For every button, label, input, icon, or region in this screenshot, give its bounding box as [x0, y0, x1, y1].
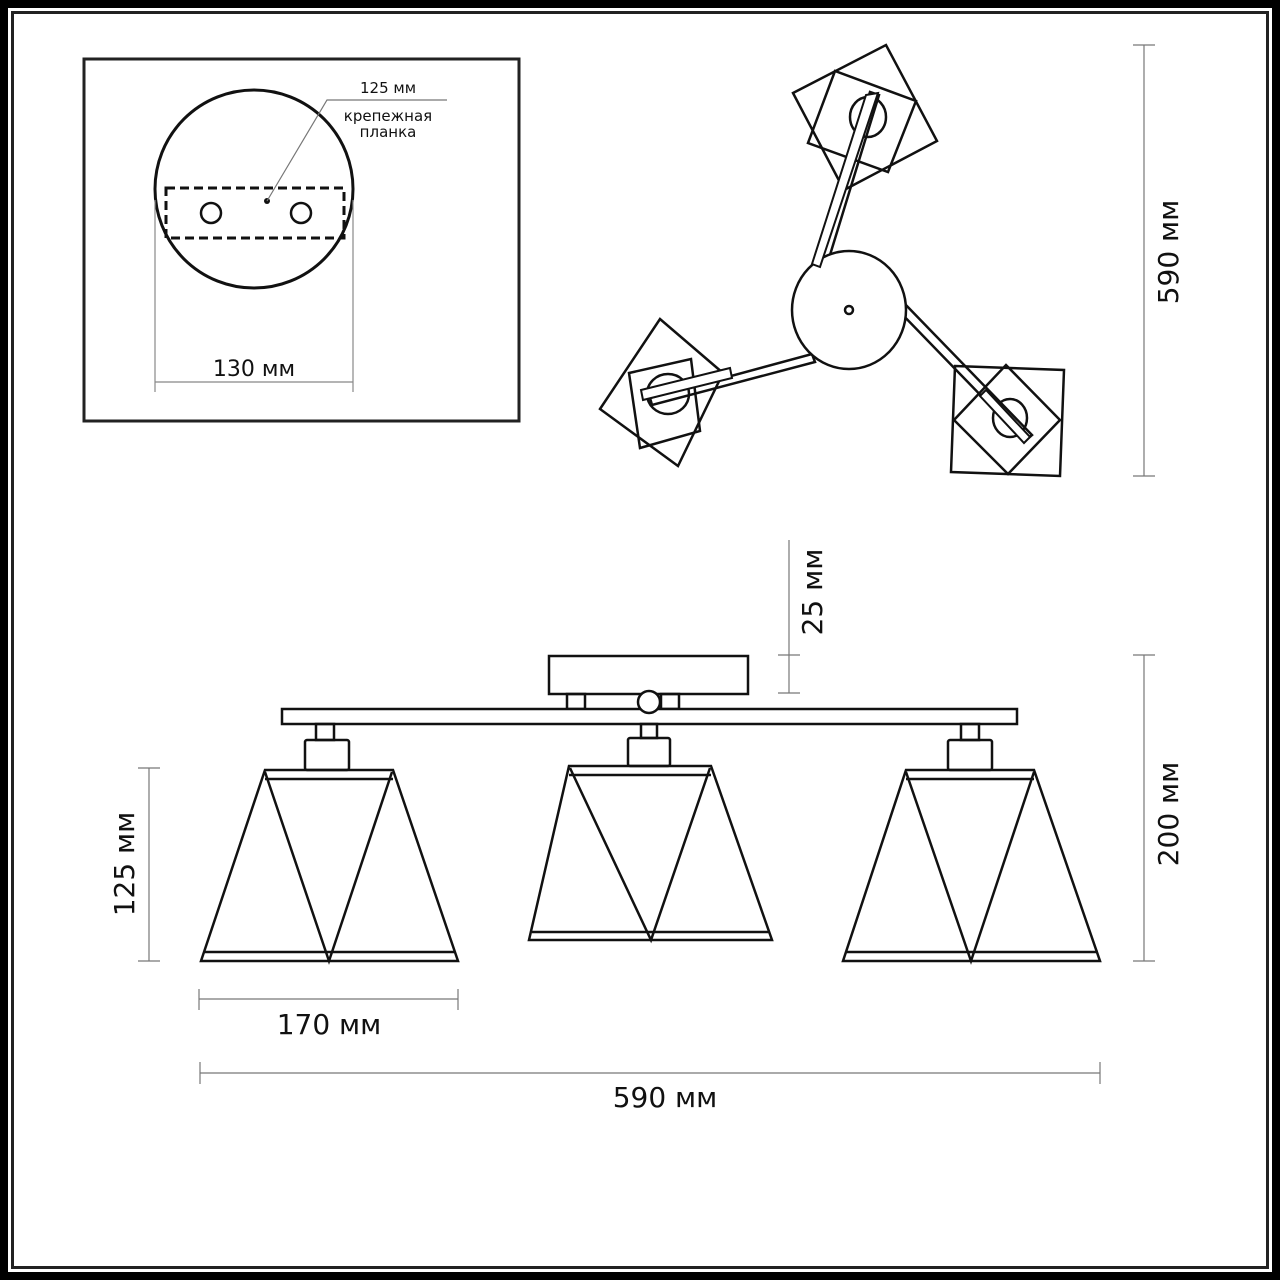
plate-label-line2: планка: [360, 123, 417, 141]
top-canopy-center: [843, 304, 855, 316]
mount-detail-frame: [82, 57, 521, 423]
total-width-label: 590 мм: [613, 1081, 718, 1114]
mount-detail: 125 мм крепежная планка 130 мм: [82, 57, 521, 423]
fixture-center: [527, 722, 774, 944]
leader-line: [266, 99, 447, 202]
canopy-circle: [153, 88, 355, 290]
canopy-stud-right: [659, 692, 681, 711]
total-height-label: 200 мм: [1152, 762, 1185, 867]
side-dimensions: [138, 540, 1155, 1084]
inner-frame: [11, 11, 1269, 1269]
arm-left: [648, 352, 817, 407]
top-canopy: [790, 249, 908, 371]
top-view: [598, 43, 1155, 478]
mounting-plate-dashed: [164, 186, 346, 240]
screw-hole-left: [199, 201, 223, 225]
screw-hole-right: [289, 201, 313, 225]
shade-left: [598, 317, 734, 468]
side-canopy: [547, 654, 750, 696]
shade-width-label: 170 мм: [277, 1008, 382, 1041]
top-view-size-label: 590 мм: [1152, 200, 1185, 305]
shade-height-label: 125 мм: [108, 812, 141, 917]
center-ball-joint: [636, 689, 662, 715]
canopy-diameter-label: 130 мм: [213, 357, 295, 382]
canopy-height-label: 25 мм: [796, 549, 829, 636]
shade-right: [949, 363, 1066, 478]
side-view: [138, 540, 1155, 1084]
fixture-left: [199, 722, 460, 965]
shade-top: [791, 43, 939, 269]
plate-length-label: 125 мм: [360, 79, 416, 97]
fixture-right: [841, 722, 1102, 965]
plate-label-line1: крепежная: [344, 107, 432, 125]
canopy-stud-left: [565, 692, 587, 711]
